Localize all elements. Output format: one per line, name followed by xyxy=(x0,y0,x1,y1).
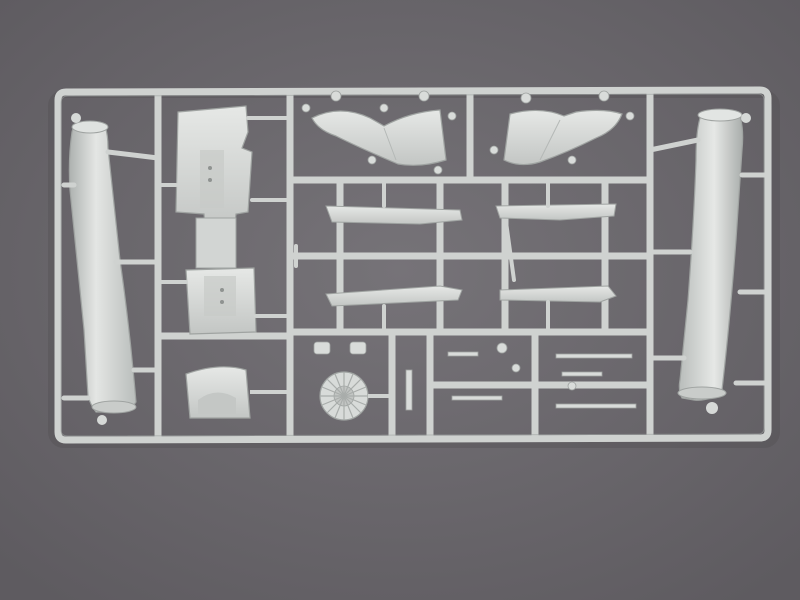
cockpit-floor-gates xyxy=(156,116,292,318)
wing-gates xyxy=(301,90,635,175)
mid-strut-parts xyxy=(325,203,617,307)
mid-gates xyxy=(294,178,550,334)
sprue-frame-edge xyxy=(60,93,765,437)
left-tube-part xyxy=(68,113,137,425)
radial-engine-part xyxy=(319,371,392,421)
sprue-frame xyxy=(54,86,772,444)
left-wing-part xyxy=(311,109,447,166)
right-tube-part xyxy=(677,108,751,414)
panel-cover-part xyxy=(185,366,290,419)
cockpit-floor-part xyxy=(175,105,257,335)
left-tube-gates xyxy=(61,149,161,401)
right-wing-part xyxy=(503,109,623,166)
small-parts xyxy=(313,341,637,411)
right-tube-gates xyxy=(647,137,771,386)
